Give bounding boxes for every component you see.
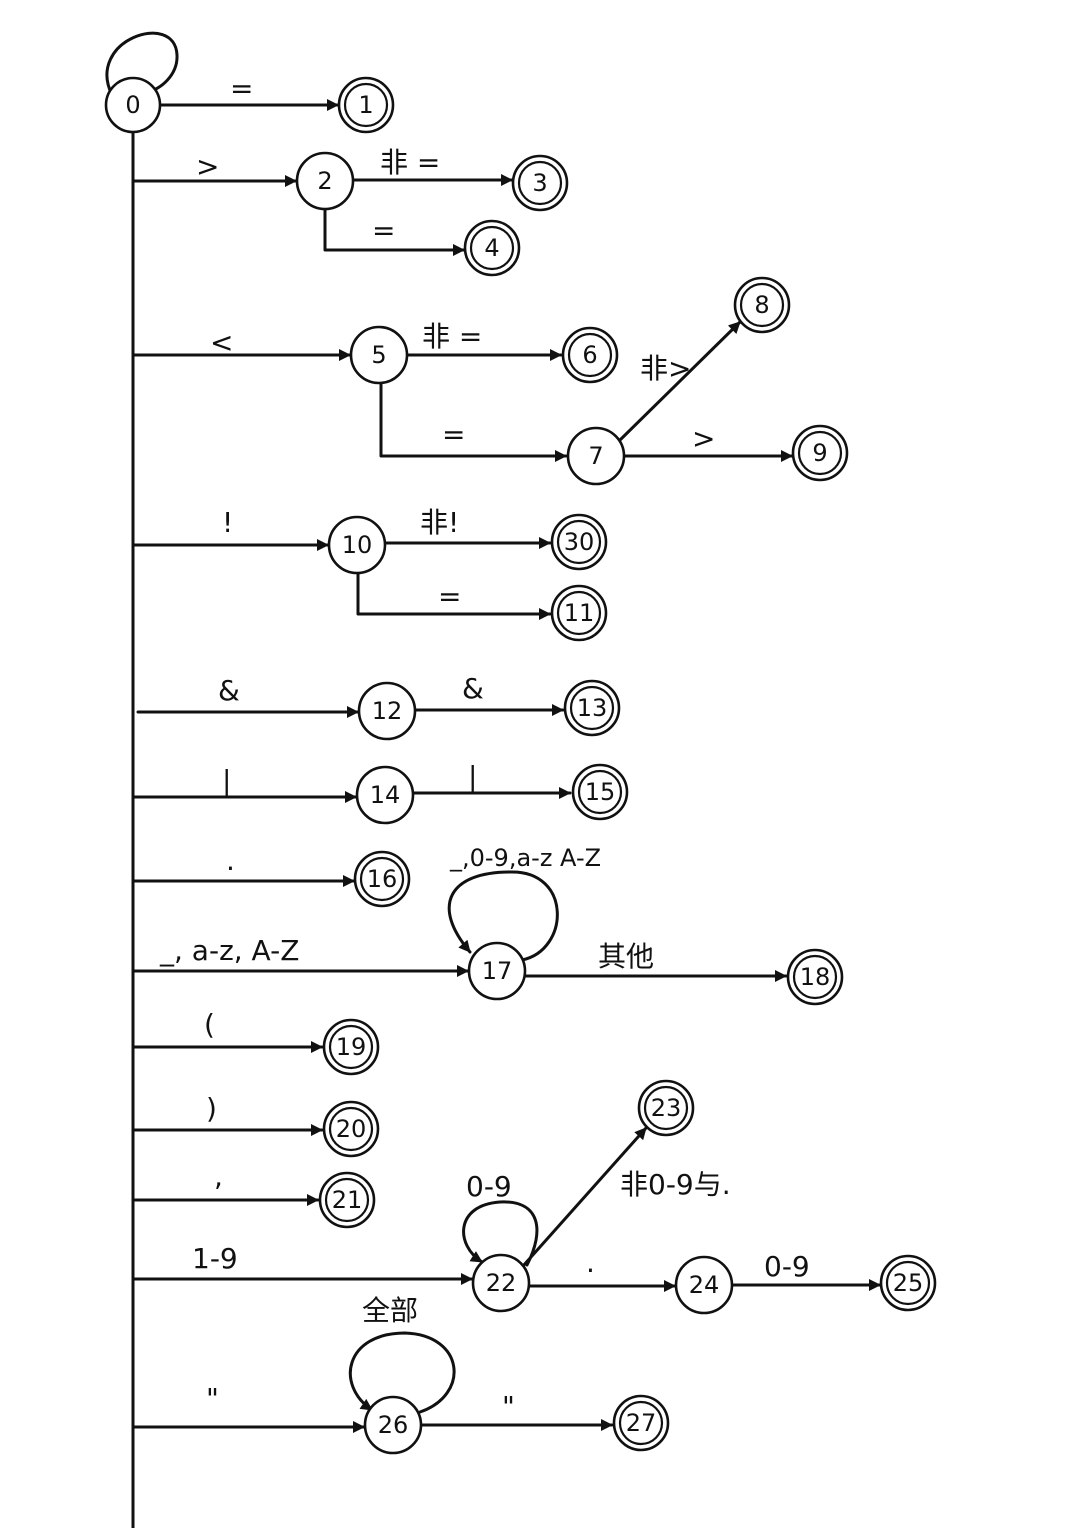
svg-text:24: 24	[689, 1271, 720, 1299]
svg-text:10: 10	[342, 531, 373, 559]
state-20-accepting: 20	[322, 1100, 380, 1158]
label-7-8: 非>	[640, 352, 691, 385]
label-22-self-loop: 0-9	[466, 1170, 512, 1203]
svg-text:14: 14	[370, 781, 401, 809]
edge-26-self-loop	[348, 1331, 456, 1414]
svg-text:30: 30	[564, 528, 595, 556]
label-0-22: 1-9	[192, 1242, 238, 1275]
svg-text:18: 18	[800, 963, 831, 991]
state-14: 14	[355, 765, 415, 825]
state-6-accepting: 6	[561, 326, 619, 384]
label-17-18: 其他	[598, 940, 654, 973]
state-26: 26	[363, 1395, 423, 1455]
label-0-10: !	[222, 506, 233, 539]
edge-10-11	[356, 570, 552, 620]
state-9-accepting: 9	[791, 424, 849, 482]
state-24: 24	[674, 1255, 734, 1315]
svg-text:0: 0	[125, 91, 140, 119]
state-8-accepting: 8	[733, 276, 791, 334]
svg-text:8: 8	[754, 291, 769, 319]
svg-text:3: 3	[532, 169, 547, 197]
svg-text:2: 2	[317, 167, 332, 195]
svg-text:6: 6	[582, 341, 597, 369]
svg-text:1: 1	[358, 91, 373, 119]
label-10-11: =	[438, 580, 461, 613]
state-19-accepting: 19	[322, 1018, 380, 1076]
svg-text:12: 12	[372, 697, 403, 725]
label-0-5: <	[210, 326, 233, 359]
state-0: 0	[104, 76, 162, 134]
label-22-23: 非0-9与.	[620, 1168, 731, 1201]
state-10: 10	[327, 515, 387, 575]
state-23-accepting: 23	[637, 1079, 695, 1137]
label-0-16: .	[226, 844, 235, 877]
svg-text:11: 11	[564, 599, 595, 627]
state-7: 7	[566, 426, 626, 486]
label-17-self-loop: _,0-9,a-z A-Z	[449, 844, 601, 872]
state-21-accepting: 21	[318, 1171, 376, 1229]
svg-text:21: 21	[332, 1186, 363, 1214]
state-4-accepting: 4	[463, 219, 521, 277]
svg-text:5: 5	[371, 341, 386, 369]
label-5-7: =	[442, 418, 465, 451]
edge-22-self-loop	[462, 1200, 539, 1267]
edge-7-8	[617, 320, 742, 443]
svg-text:27: 27	[626, 1409, 657, 1437]
svg-text:7: 7	[588, 442, 603, 470]
svg-text:22: 22	[486, 1269, 517, 1297]
state-3-accepting: 3	[511, 154, 569, 212]
label-26-27: "	[502, 1390, 515, 1423]
state-25-accepting: 25	[879, 1254, 937, 1312]
edge-5-7	[379, 381, 568, 462]
state-15-accepting: 15	[571, 763, 629, 821]
label-10-30: 非!	[420, 506, 459, 539]
label-0-20: )	[206, 1092, 217, 1125]
svg-text:17: 17	[482, 957, 513, 985]
label-14-15: |	[468, 760, 477, 793]
label-0-14: |	[222, 764, 231, 797]
state-18-accepting: 18	[786, 948, 844, 1006]
svg-text:9: 9	[812, 439, 827, 467]
state-11-accepting: 11	[550, 584, 608, 642]
state-30-accepting: 30	[550, 513, 608, 571]
state-17: 17	[467, 941, 527, 1001]
state-27-accepting: 27	[612, 1394, 670, 1452]
label-0-12: &	[218, 674, 240, 707]
svg-text:4: 4	[484, 234, 499, 262]
edge-2-4	[323, 206, 466, 256]
svg-text:23: 23	[651, 1094, 682, 1122]
state-12: 12	[357, 681, 417, 741]
edge-0-self-loop	[105, 31, 179, 108]
label-24-25: 0-9	[764, 1250, 810, 1283]
label-22-24: .	[586, 1246, 595, 1279]
svg-text:26: 26	[378, 1411, 409, 1439]
label-0-26: "	[206, 1382, 219, 1415]
svg-text:19: 19	[336, 1033, 367, 1061]
svg-text:20: 20	[336, 1115, 367, 1143]
state-22: 22	[471, 1253, 531, 1313]
state-1-accepting: 1	[337, 76, 395, 134]
svg-text:16: 16	[367, 865, 398, 893]
svg-text:15: 15	[585, 778, 616, 806]
label-0-17: _, a-z, A-Z	[159, 934, 299, 967]
state-2: 2	[295, 151, 355, 211]
state-16-accepting: 16	[353, 850, 411, 908]
state-13-accepting: 13	[563, 679, 621, 737]
label-7-9: >	[692, 422, 715, 455]
edge-22-23	[521, 1126, 648, 1268]
svg-text:13: 13	[577, 694, 608, 722]
label-2-4: =	[372, 214, 395, 247]
edge-17-self-loop	[447, 870, 559, 962]
state-5: 5	[349, 325, 409, 385]
label-2-3: 非 =	[380, 146, 440, 179]
label-12-13: &	[462, 672, 484, 705]
label-0-21: ,	[214, 1160, 223, 1193]
label-0-1: =	[230, 72, 253, 105]
svg-text:25: 25	[893, 1269, 924, 1297]
label-0-2: >	[196, 150, 219, 183]
label-5-6: 非 =	[422, 320, 482, 353]
label-26-self-loop: 全部	[362, 1294, 418, 1327]
label-0-19: (	[204, 1008, 215, 1041]
